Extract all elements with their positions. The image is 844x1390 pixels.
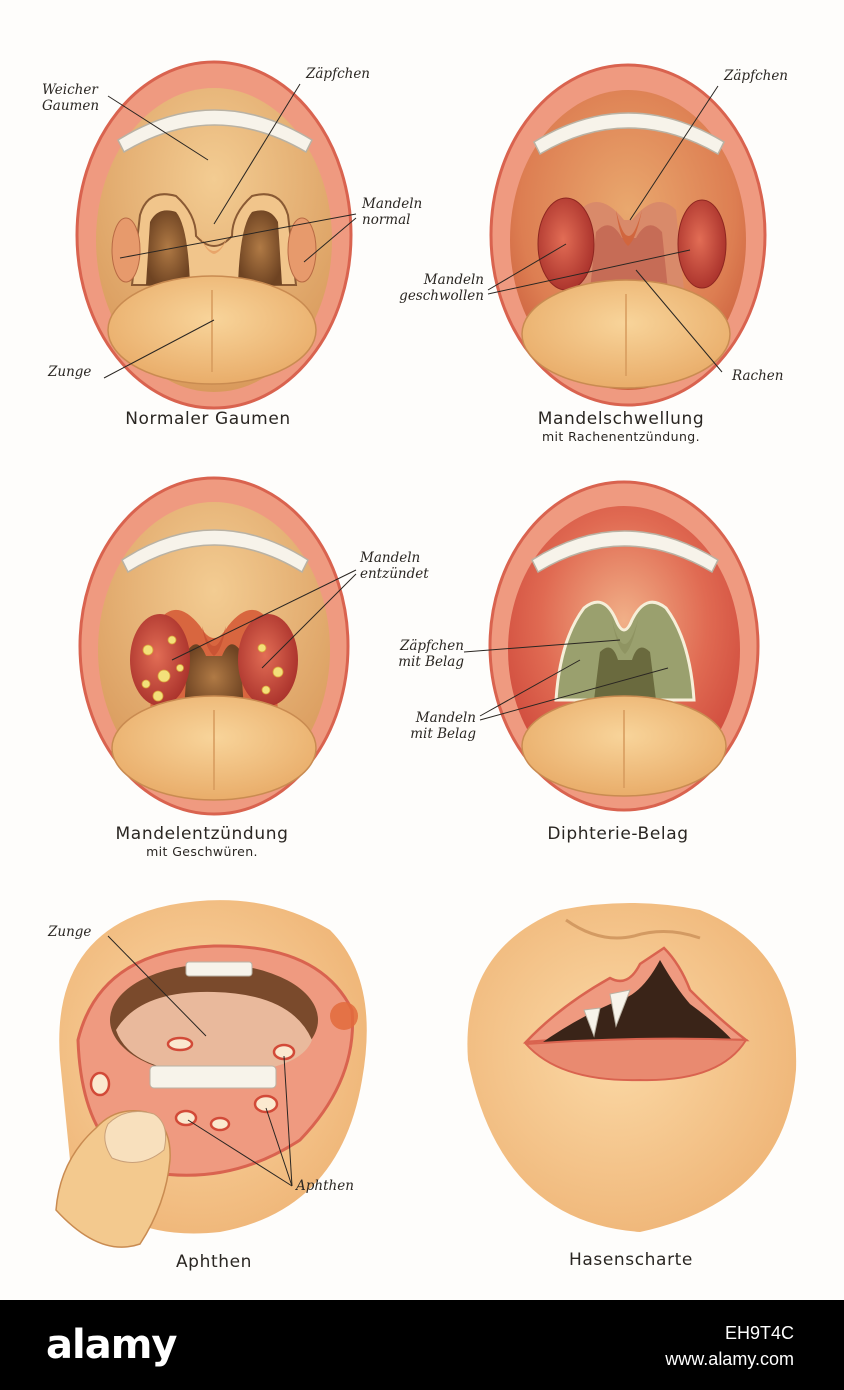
leader-lines: [463, 639, 669, 721]
medical-plate: Normaler Gaumen Mandelschwellung mit Rac…: [42, 60, 797, 1272]
caption-tonsil-swelling: Mandelschwellung mit Rachenentzündung.: [471, 409, 771, 445]
caption-subtitle: mit Rachenentzündung.: [541, 429, 700, 444]
leader-lines: [171, 569, 357, 669]
caption-title: Mandelschwellung: [537, 409, 705, 429]
label-tonsils: Mandeln geschwollen: [399, 272, 484, 304]
mouth-illustrations: [55, 60, 797, 1248]
label-tongue: Zunge: [48, 364, 92, 380]
uvula-coated: [612, 620, 638, 654]
uvula: [202, 626, 226, 656]
leader-lines: [487, 85, 723, 373]
site-url: www.alamy.com: [665, 1349, 794, 1369]
stock-footer: alamy EH9T4C www.alamy.com: [0, 1300, 844, 1390]
aphthae-spots: [89, 1036, 296, 1132]
panel-tonsil-swelling: [487, 63, 767, 407]
uvula: [616, 210, 642, 246]
panel-normal-palate: [75, 60, 357, 410]
upper-teeth: [533, 112, 725, 156]
label-tongue: Zunge: [48, 924, 92, 940]
nose-base: [565, 918, 701, 940]
label-uvula: Zäpfchen: [306, 66, 371, 82]
lower-teeth: [149, 1065, 277, 1089]
leader-lines: [107, 935, 293, 1187]
label-pharynx: Rachen: [732, 368, 784, 384]
throat-left: [146, 210, 190, 285]
caption-subtitle: mit Geschwüren.: [146, 844, 258, 859]
upper-teeth: [185, 961, 253, 977]
tonsil-right-inflamed: [238, 614, 298, 706]
caption-tonsillitis: Mandelentzündung mit Geschwüren.: [52, 824, 352, 860]
teeth: [583, 989, 631, 1038]
label-uvula: Zäpfchen mit Belag: [398, 638, 464, 670]
label-uvula: Zäpfchen: [724, 68, 789, 84]
leader-lines: [103, 83, 357, 379]
caption-diphtheria: Diphterie-Belag: [547, 824, 689, 844]
pharynx-wall: [590, 225, 668, 290]
throat: [184, 644, 244, 710]
throat: [594, 647, 656, 700]
upper-teeth: [121, 529, 309, 574]
tongue: [116, 991, 312, 1074]
lip-corner-lesion: [330, 1002, 358, 1030]
thumbnail: [104, 1111, 167, 1163]
panel-harelip: [467, 903, 797, 1232]
label-aphthae: Aphthen: [296, 1178, 354, 1194]
ulcer-spots: [141, 635, 284, 702]
lower-lip: [523, 1037, 748, 1082]
label-tonsils: Mandeln entzündet: [360, 550, 429, 582]
tonsil-left: [111, 217, 141, 283]
label-soft-palate: Weicher Gaumen: [42, 82, 100, 114]
label-tonsils: Mandeln normal: [362, 196, 423, 228]
caption-aphthae: Aphthen: [175, 1252, 253, 1272]
upper-teeth: [117, 109, 313, 154]
panel-aphthae: [55, 900, 367, 1248]
panel-tonsillitis: [78, 476, 357, 816]
caption-title: Mandelentzündung: [115, 824, 289, 844]
caption-harelip: Hasenscharte: [568, 1250, 693, 1270]
throat-right: [238, 210, 282, 285]
alamy-logo: alamy: [46, 1322, 177, 1368]
image-id: EH9T4C: [724, 1323, 794, 1343]
panel-diphtheria: [463, 480, 760, 812]
caption-normal-palate: Normaler Gaumen: [125, 409, 291, 429]
tonsil-right: [287, 217, 317, 283]
tonsil-right-swollen: [677, 199, 727, 289]
upper-teeth: [531, 530, 719, 574]
label-tonsils: Mandeln mit Belag: [410, 710, 476, 742]
